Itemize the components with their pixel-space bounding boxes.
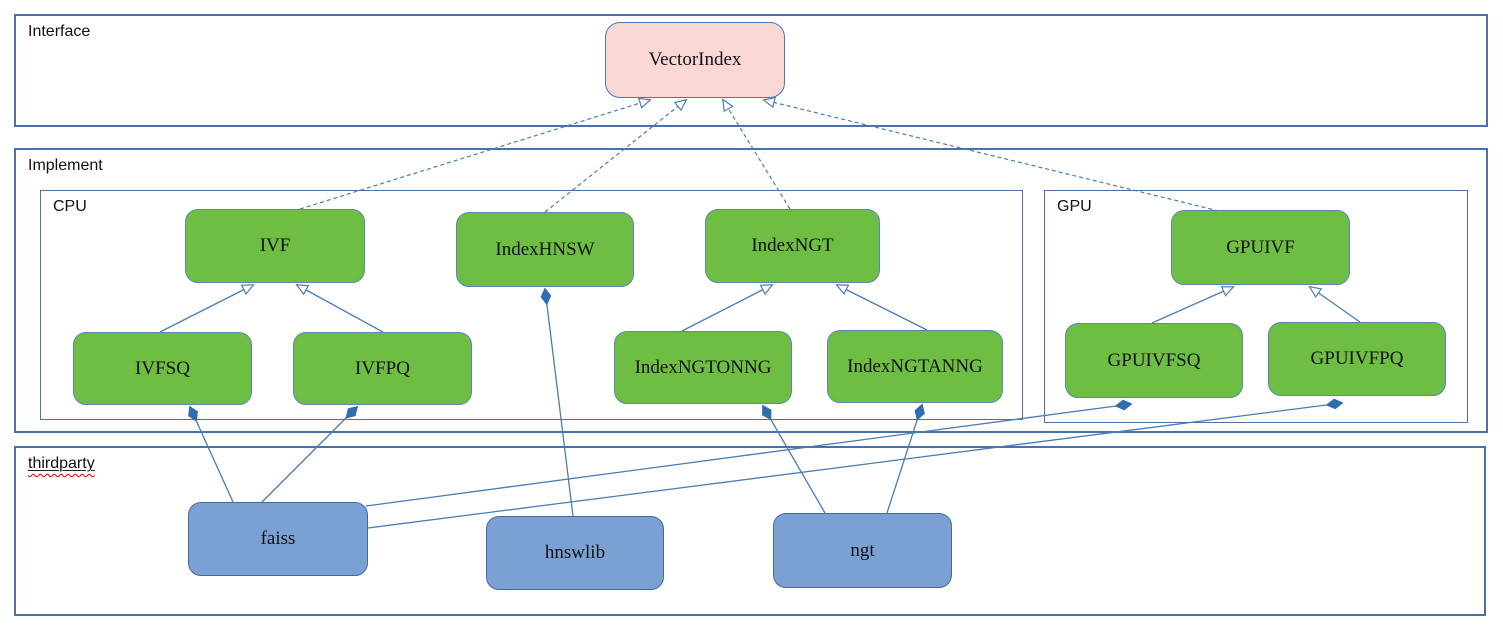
edge-hnswlib-to-indexhnsw bbox=[540, 287, 574, 517]
node-indexngt: IndexNGT bbox=[705, 209, 880, 283]
node-hnswlib: hnswlib bbox=[486, 516, 664, 590]
container-label-cpu: CPU bbox=[53, 198, 87, 215]
container-label-interface: Interface bbox=[28, 23, 91, 40]
node-label-faiss: faiss bbox=[260, 528, 296, 549]
edge-ivfsq-to-ivf bbox=[159, 285, 253, 333]
edge-gpuivfpq-to-gpuivf bbox=[1310, 287, 1361, 323]
node-label-ivfpq: IVFPQ bbox=[355, 357, 410, 379]
node-gpuivf: GPUIVF bbox=[1171, 210, 1350, 285]
node-ivfsq: IVFSQ bbox=[73, 332, 252, 405]
node-label-ngt: ngt bbox=[850, 539, 875, 561]
container-label-thirdparty-text: thirdparty bbox=[28, 455, 95, 472]
node-ngt: ngt bbox=[773, 513, 952, 588]
node-vectorindex: VectorIndex bbox=[605, 22, 785, 98]
node-label-vectorindex: VectorIndex bbox=[648, 49, 742, 70]
node-ivf: IVF bbox=[185, 209, 365, 283]
node-gpuivfpq: GPUIVFPQ bbox=[1268, 322, 1446, 396]
container-label-implement: Implement bbox=[28, 157, 103, 174]
edge-indexngt-to-vectorindex bbox=[723, 100, 791, 210]
edge-indexhnsw-to-vectorindex bbox=[544, 100, 686, 213]
node-label-ivfsq: IVFSQ bbox=[135, 357, 190, 379]
edge-faiss-to-ivfsq bbox=[188, 405, 234, 503]
edge-gpuivfsq-to-gpuivf bbox=[1151, 287, 1233, 324]
node-faiss: faiss bbox=[188, 502, 368, 576]
container-thirdparty: thirdparty bbox=[14, 446, 1486, 616]
edge-indexngtanng-to-indexngt bbox=[837, 285, 928, 331]
node-label-gpuivfsq: GPUIVFSQ bbox=[1107, 349, 1201, 371]
container-interface: Interface bbox=[14, 14, 1488, 127]
node-indexhnsw: IndexHNSW bbox=[456, 212, 634, 287]
node-label-gpuivfpq: GPUIVFPQ bbox=[1310, 348, 1404, 369]
container-implement: Implement bbox=[14, 148, 1488, 433]
node-label-indexngtonng: IndexNGTONNG bbox=[634, 356, 772, 378]
container-label-gpu: GPU bbox=[1057, 198, 1092, 215]
container-gpu: GPU bbox=[1044, 190, 1468, 423]
container-label-thirdparty: thirdparty bbox=[28, 455, 95, 473]
container-cpu: CPU bbox=[40, 190, 1023, 420]
node-indexngtanng: IndexNGTANNG bbox=[827, 330, 1003, 403]
edge-faiss-to-gpuivfpq bbox=[367, 398, 1344, 529]
node-label-gpuivf: GPUIVF bbox=[1226, 236, 1295, 258]
edge-ivfpq-to-ivf bbox=[297, 285, 384, 333]
edge-ivf-to-vectorindex bbox=[299, 100, 650, 210]
node-label-indexngt: IndexNGT bbox=[751, 235, 834, 256]
node-label-ivf: IVF bbox=[259, 235, 291, 256]
node-label-indexhnsw: IndexHNSW bbox=[495, 238, 595, 260]
edge-indexngtonng-to-indexngt bbox=[681, 285, 772, 332]
node-label-hnswlib: hnswlib bbox=[544, 542, 606, 563]
node-ivfpq: IVFPQ bbox=[293, 332, 472, 405]
edge-faiss-to-gpuivfsq bbox=[365, 399, 1133, 507]
edge-faiss-to-ivfpq bbox=[261, 405, 359, 503]
node-indexngtonng: IndexNGTONNG bbox=[614, 331, 792, 404]
node-label-indexngtanng: IndexNGTANNG bbox=[847, 355, 983, 377]
edge-ngt-to-indexngtonng bbox=[762, 404, 826, 514]
edge-gpuivf-to-vectorindex bbox=[764, 100, 1220, 212]
node-gpuivfsq: GPUIVFSQ bbox=[1065, 323, 1243, 398]
